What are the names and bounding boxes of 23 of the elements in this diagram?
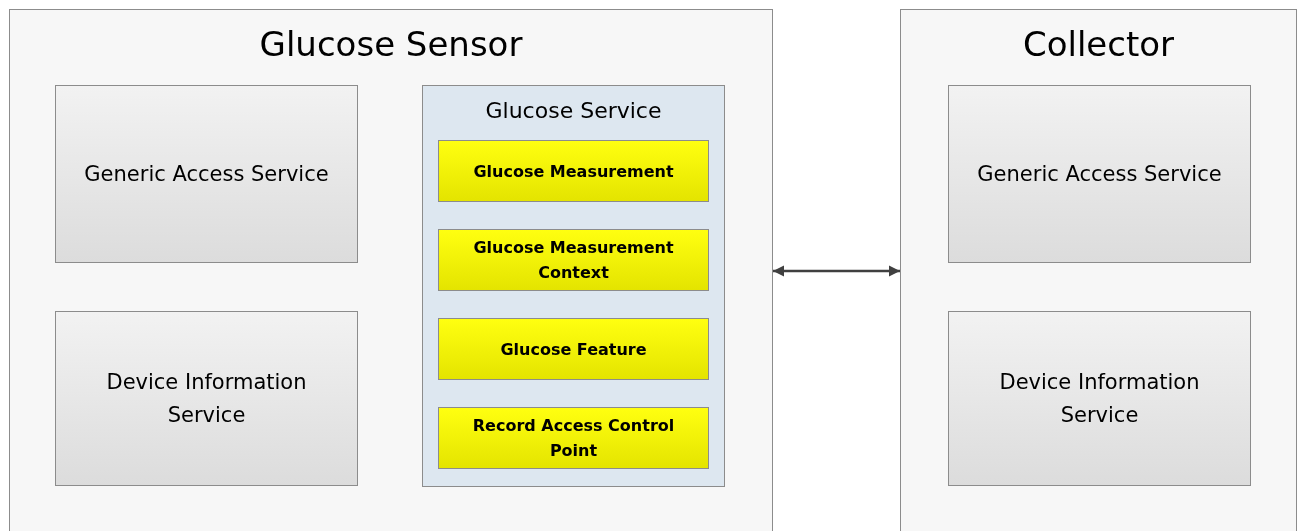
service-group-box [422, 85, 725, 487]
characteristic-box [438, 140, 709, 202]
service-box [948, 85, 1251, 263]
service-box [948, 311, 1251, 486]
service-label: Device Information Service [998, 368, 1201, 429]
characteristic-box [438, 229, 709, 291]
characteristic-box [438, 318, 709, 380]
service-label: Generic Access Service [83, 160, 330, 188]
service-box [55, 85, 358, 263]
characteristic-label: Record Access Control Point [471, 415, 676, 462]
characteristic-label: Glucose Feature [499, 338, 648, 361]
characteristic-label: Glucose Measurement Context [472, 237, 675, 284]
service-label: Device Information Service [105, 368, 308, 429]
group-title: Glucose Service [484, 98, 663, 123]
characteristic-label: Glucose Measurement [472, 160, 675, 183]
service-label: Generic Access Service [976, 160, 1223, 188]
characteristic-box [438, 407, 709, 469]
panel-title: Glucose Sensor [258, 24, 524, 64]
collector-panel [900, 9, 1297, 531]
panel-title: Collector [1021, 24, 1176, 64]
sensor-panel [9, 9, 773, 531]
double-arrow [773, 265, 900, 277]
service-box [55, 311, 358, 486]
